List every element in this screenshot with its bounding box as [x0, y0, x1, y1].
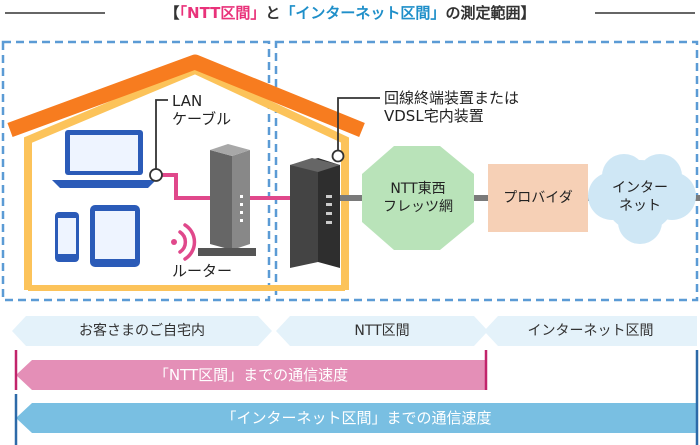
lan-leader — [155, 99, 168, 169]
title-rule-right — [595, 12, 695, 14]
house-roof — [7, 54, 365, 138]
title-ntt: 「NTT区間」 — [179, 4, 266, 22]
ntt-network-shape — [362, 146, 474, 250]
ntt-speed-label: 「NTT区間」までの通信速度 — [153, 366, 349, 384]
section-internet-bg — [484, 316, 697, 346]
router-icon — [198, 144, 256, 256]
wifi-icon — [171, 223, 197, 261]
section-ntt-bg — [276, 316, 488, 346]
internet-speed-bar — [16, 403, 697, 433]
smartphone-icon — [55, 212, 79, 262]
ntt-network-label: NTT東西フレッツ網 — [383, 181, 453, 215]
section-internet-label: インターネット区間 — [527, 323, 654, 339]
section-customer-bg — [12, 316, 272, 346]
page-title: 【「NTT区間」と「インターネット区間」の測定範囲】 — [164, 4, 536, 22]
ntt-region — [274, 40, 699, 302]
internet-speed-label: 「インターネット区間」までの通信速度 — [221, 409, 492, 427]
provider-label: プロバイダ — [503, 190, 573, 206]
section-customer-label: お客さまのご自宅内 — [79, 323, 205, 339]
internet-label: インターネット — [612, 180, 668, 214]
router-label: ルーター — [172, 262, 233, 280]
internet-cloud — [588, 154, 696, 244]
tablet-icon — [90, 205, 140, 267]
section-ntt-label: NTT区間 — [354, 323, 410, 339]
ntt-speed-bar — [16, 360, 486, 390]
onu-device-icon — [290, 158, 340, 268]
customer-region — [1, 40, 271, 302]
onu-leader — [337, 97, 380, 150]
title-internet: 「インターネット区間」 — [280, 4, 446, 22]
provider-box — [488, 164, 588, 232]
onu-marker — [331, 149, 345, 163]
lan-marker — [149, 168, 163, 182]
laptop-icon — [52, 130, 156, 188]
title-rule-left — [5, 12, 105, 14]
